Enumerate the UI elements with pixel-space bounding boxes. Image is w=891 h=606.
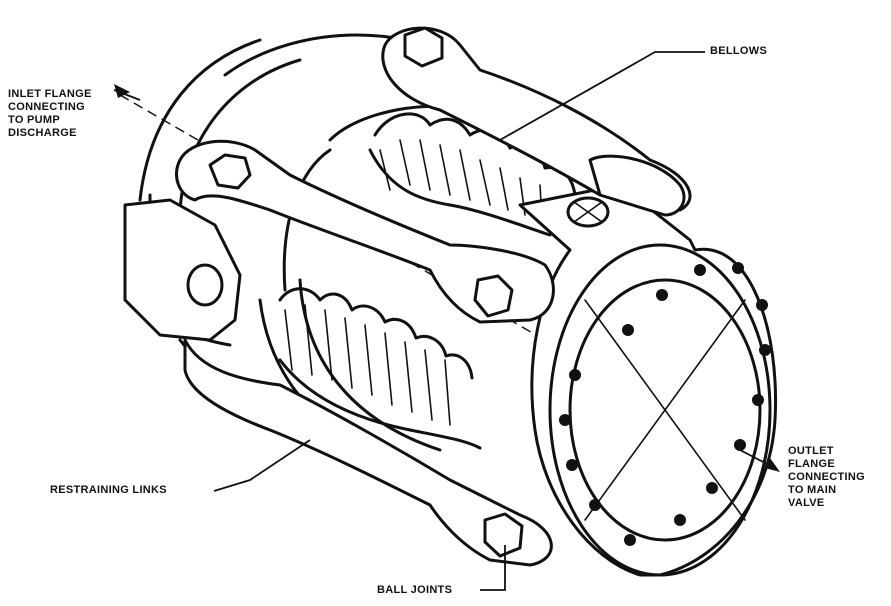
bellows-lower-convolutions: [278, 287, 482, 450]
outlet-flange: [518, 183, 778, 577]
inlet-label-line-2: CONNECTING: [8, 101, 85, 113]
bolt-hole: [756, 299, 768, 311]
outlet-label-line-1: OUTLET: [788, 445, 834, 457]
clevis-bracket: [123, 198, 242, 342]
bolt-hole: [622, 324, 634, 336]
ball-joints-leader: [480, 545, 506, 591]
bolt-hole: [656, 289, 668, 301]
outlet-flange-label: OUTLET FLANGE CONNECTING TO MAIN VALVE: [788, 445, 865, 510]
inlet-label-line-3: TO PUMP: [8, 114, 61, 126]
hex-bolt-icon: [208, 153, 252, 190]
bellows-label: BELLOWS: [710, 45, 768, 57]
inlet-label-line-4: DISCHARGE: [8, 127, 77, 139]
bolt-hole: [566, 459, 578, 471]
ball-joint-bolt-icon: [483, 512, 524, 558]
bolt-hole: [752, 394, 764, 406]
restraining-link-bottom: [183, 338, 553, 567]
outlet-flange-bore: [568, 278, 762, 542]
outlet-flange-face: [548, 243, 772, 577]
bolt-hole: [589, 499, 601, 511]
ball-joint-bolt-icon: [473, 274, 514, 318]
hex-bolt-icon: [403, 26, 444, 68]
outlet-label-line-5: VALVE: [788, 497, 825, 509]
bolt-hole: [559, 414, 571, 426]
bolt-hole: [569, 369, 581, 381]
bellows-leader: [499, 51, 705, 141]
restraining-links-leader: [213, 439, 311, 492]
bolt-hole: [674, 514, 686, 526]
outlet-label-line-4: TO MAIN: [788, 484, 837, 496]
bolt-hole: [706, 482, 718, 494]
bolt-hole: [732, 262, 744, 274]
leader-lines: [113, 51, 780, 591]
outlet-top-pin: [566, 154, 686, 228]
outlet-label-line-2: FLANGE: [788, 458, 836, 470]
bolt-hole: [694, 264, 706, 276]
inlet-label-line-1: INLET FLANGE: [8, 88, 92, 100]
bolt-hole: [734, 439, 746, 451]
restraining-link-front: [175, 139, 555, 324]
flange-bolt-holes: [559, 262, 771, 546]
restraining-links-label: RESTRAINING LINKS: [50, 484, 167, 496]
clevis-pin-hole: [186, 263, 224, 307]
bolt-hole: [624, 534, 636, 546]
ball-joints-label: BALL JOINTS: [377, 584, 453, 596]
outlet-label-line-3: CONNECTING: [788, 471, 865, 483]
inlet-flange-label: INLET FLANGE CONNECTING TO PUMP DISCHARG…: [8, 88, 92, 140]
bolt-hole: [759, 344, 771, 356]
inlet-arrowhead-icon: [114, 84, 130, 98]
outlet-arrowhead-icon: [765, 458, 780, 472]
